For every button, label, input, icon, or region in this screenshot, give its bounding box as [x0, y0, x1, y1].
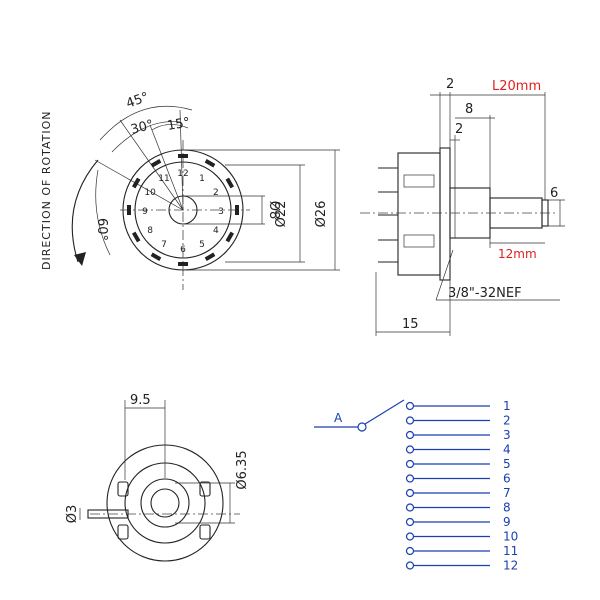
contact-tab — [235, 205, 239, 215]
contact-number: 11 — [158, 174, 169, 184]
dim-small: 2 — [455, 122, 463, 137]
position-terminal — [405, 430, 415, 440]
position-label: 5 — [503, 457, 511, 471]
contact-tab — [127, 205, 131, 215]
angle-label-45: 45° — [124, 90, 151, 112]
angle-arc-45 — [99, 105, 193, 141]
shaft — [489, 197, 543, 229]
dim-d26: Ø26 — [314, 201, 329, 228]
contact-number: 3 — [218, 207, 224, 217]
dim-thread-len: 12mm — [498, 247, 537, 261]
contact-tab — [225, 177, 234, 189]
rear-lug — [199, 481, 211, 497]
position-terminal — [405, 401, 415, 411]
contact-number: 12 — [177, 169, 188, 179]
position-terminal — [405, 416, 415, 425]
position-label: 11 — [503, 544, 518, 558]
contact-tabs — [127, 154, 239, 266]
contact-tab — [132, 177, 141, 189]
position-label: 3 — [503, 428, 511, 442]
position-label: 4 — [503, 443, 511, 457]
position-label: 9 — [503, 515, 511, 529]
dim-body-len: 15 — [402, 317, 419, 332]
contact-number: 1 — [199, 174, 205, 184]
angle-arc-30 — [111, 121, 181, 153]
radial-line — [94, 159, 184, 211]
common-label: A — [334, 411, 343, 425]
dim-shaft-dia: 6 — [550, 186, 558, 201]
dim-d22: Ø22 — [274, 201, 289, 228]
rear-view: 9.5 Ø6.35 Ø3 — [65, 393, 250, 562]
position-label: 12 — [503, 559, 518, 573]
rear-bore-circle — [150, 488, 180, 518]
rear-lug — [117, 524, 129, 540]
position-label: 6 — [503, 472, 511, 486]
dim-bore: Ø6.35 — [235, 450, 250, 489]
thread-leader — [435, 249, 454, 301]
position-label: 10 — [503, 530, 518, 544]
position-terminal — [405, 474, 415, 483]
side-view: 2 L20mm 8 2 6 12mm 3/8"-32NEF 15 — [360, 77, 565, 336]
angle-label-30: 30° — [129, 117, 155, 137]
contact-tab — [132, 231, 141, 243]
radial-line — [179, 109, 184, 211]
rotation-label: DIRECTION OF ROTATION — [40, 110, 53, 270]
contact-number: 5 — [199, 240, 205, 250]
contact-number: 8 — [147, 226, 153, 236]
side-flange — [439, 147, 451, 281]
contact-number: 7 — [161, 240, 167, 250]
position-terminal — [405, 459, 415, 469]
contact-tab — [225, 231, 234, 243]
rear-lug — [199, 524, 211, 540]
contact-number: 10 — [144, 188, 156, 198]
rear-inner-circle — [140, 478, 190, 528]
contact-number: 2 — [213, 188, 219, 198]
rotation-arc — [71, 159, 99, 263]
angle-label-15: 15° — [166, 115, 191, 134]
internal-slot — [403, 174, 435, 188]
position-label: 1 — [503, 399, 511, 413]
dim-shaft-step: 8 — [465, 102, 473, 117]
contact-tab — [178, 262, 188, 266]
position-label: 7 — [503, 486, 511, 500]
common-terminal — [357, 422, 367, 432]
position-terminal — [405, 561, 415, 570]
front-view: DIRECTION OF ROTATION 45° 30° 15° 60° 12… — [40, 90, 340, 290]
position-label: 2 — [503, 414, 511, 428]
contact-number: 6 — [180, 245, 186, 255]
position-terminal — [405, 503, 415, 512]
position-terminal — [405, 445, 415, 454]
contact-number: 9 — [142, 207, 148, 217]
dim-thread: 3/8"-32NEF — [448, 286, 522, 301]
dim-top-offset: 2 — [446, 77, 454, 92]
dim-width: 9.5 — [130, 393, 151, 408]
dim-pin: Ø3 — [65, 505, 80, 524]
contact-tab — [178, 154, 188, 158]
rotation-arrow-icon — [74, 252, 86, 266]
dim-length: L20mm — [492, 79, 541, 94]
contact-tab — [150, 252, 162, 261]
dim-d8: Ø8 — [266, 201, 281, 220]
radial-line — [149, 124, 184, 211]
contact-tab — [204, 159, 216, 168]
position-terminal — [405, 546, 415, 556]
contact-number: 4 — [213, 226, 219, 236]
position-label: 8 — [503, 501, 511, 515]
position-terminal — [405, 532, 415, 541]
internal-slot — [403, 234, 435, 248]
side-body — [397, 152, 441, 276]
position-terminal — [405, 488, 415, 498]
angle-arc-15 — [151, 124, 189, 131]
angle-label-60: 60° — [94, 218, 109, 241]
position-terminal — [405, 517, 415, 527]
contact-tab — [204, 252, 216, 261]
rear-lug — [117, 481, 129, 497]
contact-tab — [150, 159, 162, 168]
angle-arc-60 — [95, 169, 111, 256]
wiper-arm — [364, 399, 405, 425]
